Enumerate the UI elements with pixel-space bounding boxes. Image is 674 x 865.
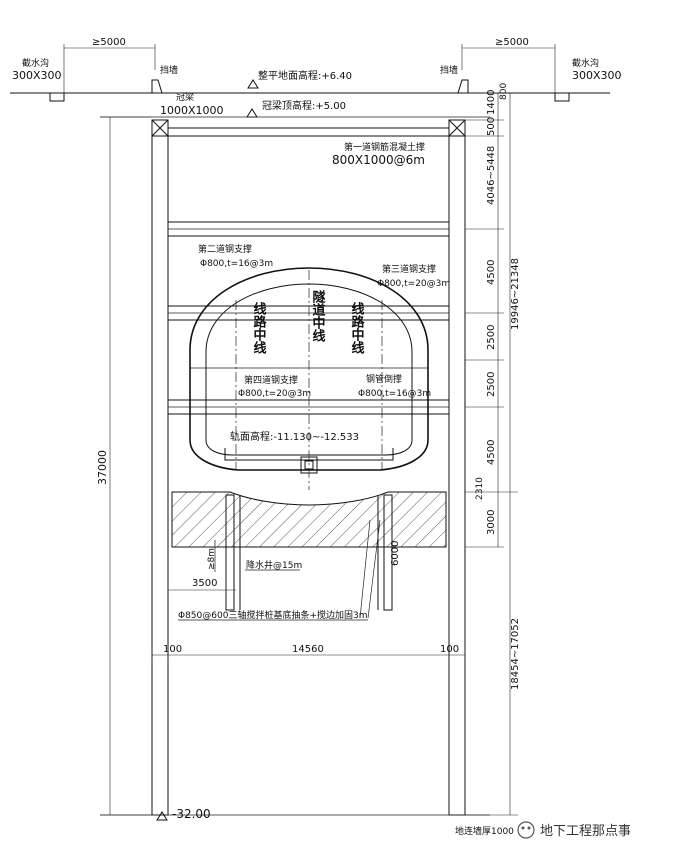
bottom-level-label: -32.00	[172, 807, 211, 821]
bottom-elevation-label: 轨面高程:-11.130~-12.533	[230, 430, 359, 443]
ground-level-label: 整平地面高程:+6.40	[258, 69, 352, 82]
dewatering-well-label: 降水井@15m	[246, 559, 302, 571]
centerline-left-label: 线路中线	[251, 301, 267, 355]
crown-level-marker	[246, 108, 258, 118]
right-dim-d1: 1400	[486, 90, 497, 115]
wall-thickness-label: 地连墙厚1000	[455, 825, 514, 837]
left-total-label: 37000	[96, 450, 109, 485]
strut1-label: 第一道钢筋混凝土撑	[344, 141, 425, 153]
strut2-spec: Φ800,t=16@3m	[200, 259, 273, 269]
drain-left-shape	[49, 93, 65, 102]
centerline-right-label: 线路中线	[349, 301, 365, 355]
tunnel-outer	[189, 267, 429, 471]
crown-beam-size: 1000X1000	[160, 104, 224, 117]
strut2-label: 第二道钢支撑	[198, 243, 252, 255]
retaining-wall-right-label: 挡墙	[440, 64, 458, 76]
dim-bottom-mid: 14560	[292, 644, 324, 655]
ground-level-marker	[247, 79, 259, 89]
right-dim-d2: 500	[486, 117, 497, 136]
right-dim-d3: 4046~5448	[486, 146, 497, 205]
pile-note-label: Φ850@600三轴搅拌桩基底抽条+搅边加固3m	[178, 609, 367, 621]
crown-top-level-label: 冠梁顶高程:+5.00	[262, 99, 346, 112]
retaining-wall-left-shape	[151, 79, 163, 94]
drain-right-shape	[554, 93, 570, 102]
crown-beam-label: 冠梁	[176, 91, 194, 103]
drain-right-size: 300X300	[572, 69, 622, 82]
right-dim-d5: 2500	[486, 325, 497, 350]
dim-bottom-left: 100	[163, 644, 182, 655]
right-dim-d1b: 800	[499, 83, 509, 100]
right-dim-sum2: 18454~17052	[510, 618, 521, 690]
drain-right-label: 截水沟	[572, 57, 599, 69]
right-dim-sum1: 19946~21348	[510, 258, 521, 330]
bottom-level-marker	[156, 811, 168, 821]
pile-depth-label: 6000	[390, 541, 401, 566]
strut4-spec: Φ800,t=20@3m	[238, 389, 311, 399]
diaphragm-wall-left	[151, 119, 169, 816]
right-dim-d6: 2500	[486, 372, 497, 397]
ground-improvement-zone	[171, 491, 447, 548]
drain-right-dim: ≥5000	[495, 37, 529, 48]
dim-bottom-right: 100	[440, 644, 459, 655]
right-dim-d4: 4500	[486, 260, 497, 285]
drain-left-label: 截水沟	[22, 57, 49, 69]
retaining-wall-right-shape	[457, 79, 469, 94]
dewatering-well-right	[383, 494, 393, 611]
strut-1-concrete	[167, 127, 450, 137]
diaphragm-wall-right	[448, 119, 466, 816]
drain-left-dim: ≥5000	[92, 37, 126, 48]
watermark-logo-icon	[517, 821, 535, 839]
strut-replace-label: 钢管倒撑	[366, 373, 402, 385]
strut-replace-spec: Φ800,t=16@3m	[358, 389, 431, 399]
right-dim-d7: 4500	[486, 440, 497, 465]
well-depth-label: ≥8m	[207, 548, 217, 570]
strut3-label: 第三道钢支撑	[382, 263, 436, 275]
centerline-tunnel-label: 隧道中线	[310, 289, 326, 343]
retaining-wall-left-label: 挡墙	[160, 64, 178, 76]
strut4-label: 第四道钢支撑	[244, 374, 298, 386]
tunnel-inner	[205, 283, 413, 456]
right-dim-d8: 3000	[486, 510, 497, 535]
dewatering-well-left	[225, 494, 235, 611]
right-dim-d9: 2310	[475, 477, 485, 500]
strut3-spec: Φ800,t=20@3m	[377, 279, 450, 289]
drain-left-size: 300X300	[12, 69, 62, 82]
watermark-text: 地下工程那点事	[540, 824, 631, 839]
strut1-spec: 800X1000@6m	[332, 153, 425, 167]
dim-3500-label: 3500	[192, 578, 217, 589]
